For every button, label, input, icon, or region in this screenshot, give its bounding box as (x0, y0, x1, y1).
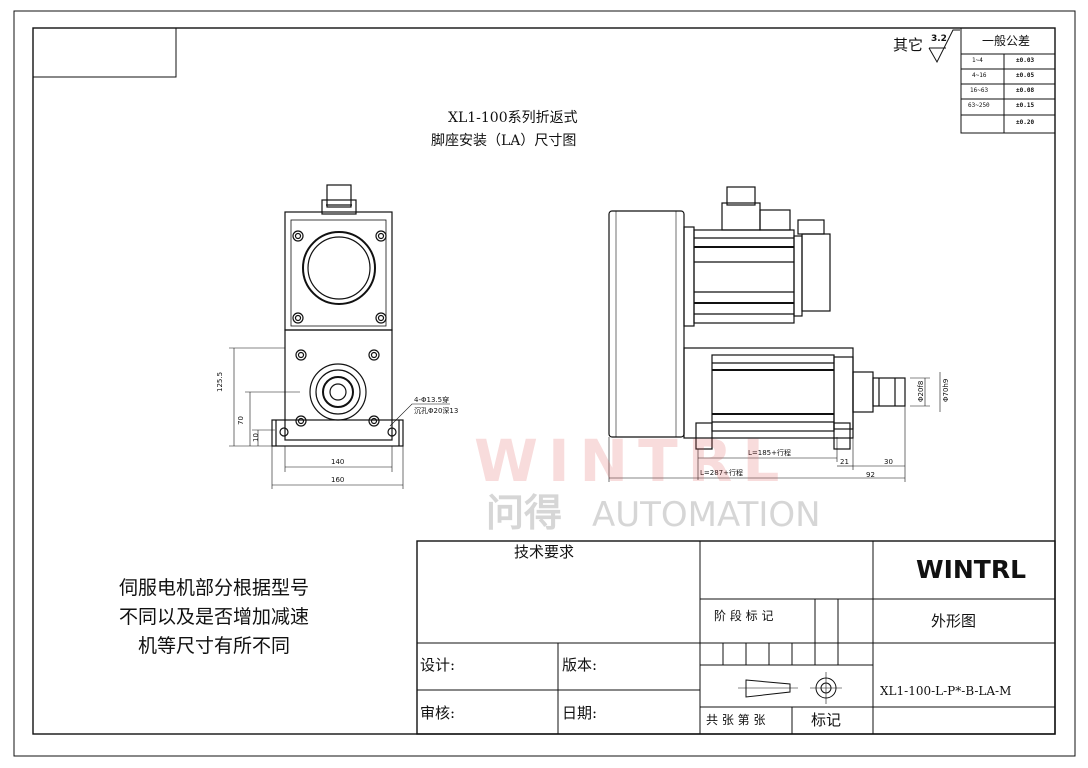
tolerance-value: ±0.08 (1016, 87, 1035, 94)
dim-92: 92 (866, 471, 875, 479)
dim-dia1: Φ70h9 (942, 378, 950, 402)
title-block-grid (416, 540, 1056, 735)
company-name: WINTRL (916, 555, 1027, 584)
dim-dia2: Φ20f8 (917, 380, 925, 402)
tolerance-range: 63~250 (968, 102, 990, 109)
dim-height: 125.5 (216, 371, 224, 392)
drawing-name: 外形图 (931, 612, 977, 630)
dim-30: 30 (884, 458, 893, 466)
outer-border (13, 10, 1076, 757)
model-number: XL1-100-L-P*-B-LA-M (880, 684, 1012, 698)
tolerance-header: 一般公差 (982, 34, 1031, 48)
corner-box (32, 27, 177, 78)
roughness-label: 其它 (893, 36, 924, 54)
version-label: 版本: (562, 656, 598, 674)
sheet-count-label: 共 张 第 张 (706, 713, 766, 727)
watermark-brand: WINTRL (474, 427, 790, 495)
dim-w160: 160 (331, 476, 345, 484)
projection-symbol (738, 672, 842, 704)
watermark-chinese: 问得 (486, 490, 563, 535)
dim-hole1: 4-Φ13.5穿 (414, 396, 450, 404)
dim-w140: 140 (331, 458, 345, 466)
end-view-dimensions (229, 347, 450, 489)
tolerance-value: ±0.03 (1016, 57, 1035, 64)
dim-h10: 10 (252, 433, 260, 442)
side-view (608, 186, 906, 450)
side-view-dimensions (608, 372, 941, 482)
dim-stroke1: L=185+行程 (748, 449, 791, 457)
watermark-automation: AUTOMATION (592, 495, 821, 535)
roughness-value: 3.2 (931, 34, 947, 44)
tolerance-range: 4~16 (972, 72, 987, 79)
tolerance-value: ±0.15 (1016, 102, 1035, 109)
dim-h70: 70 (237, 416, 245, 425)
dim-21: 21 (840, 458, 849, 466)
dim-stroke2: L=287+行程 (700, 469, 743, 477)
tolerance-range: 1~4 (972, 57, 983, 64)
tolerance-range: 16~63 (970, 87, 989, 94)
tolerance-table (960, 27, 1056, 134)
dim-hole2: 沉孔Φ20深13 (414, 407, 459, 415)
stage-mark-label: 阶 段 标 记 (714, 609, 774, 623)
tolerance-value: ±0.05 (1016, 72, 1035, 79)
drawing-title-line2: 脚座安装（LA）尺寸图 (431, 133, 577, 149)
drawing-title-line1: XL1-100系列折返式 (448, 110, 578, 126)
end-view (271, 184, 404, 447)
review-label: 审核: (420, 704, 456, 722)
note-text: 伺服电机部分根据型号不同以及是否增加减速机等尺寸有所不同 (118, 577, 309, 657)
roughness-symbol (928, 29, 960, 64)
tolerance-value: ±0.20 (1016, 119, 1035, 126)
date-label: 日期: (562, 704, 598, 722)
mark-label: 标记 (811, 711, 842, 729)
design-label: 设计: (420, 656, 456, 674)
tech-requirements-label: 技术要求 (514, 543, 575, 561)
